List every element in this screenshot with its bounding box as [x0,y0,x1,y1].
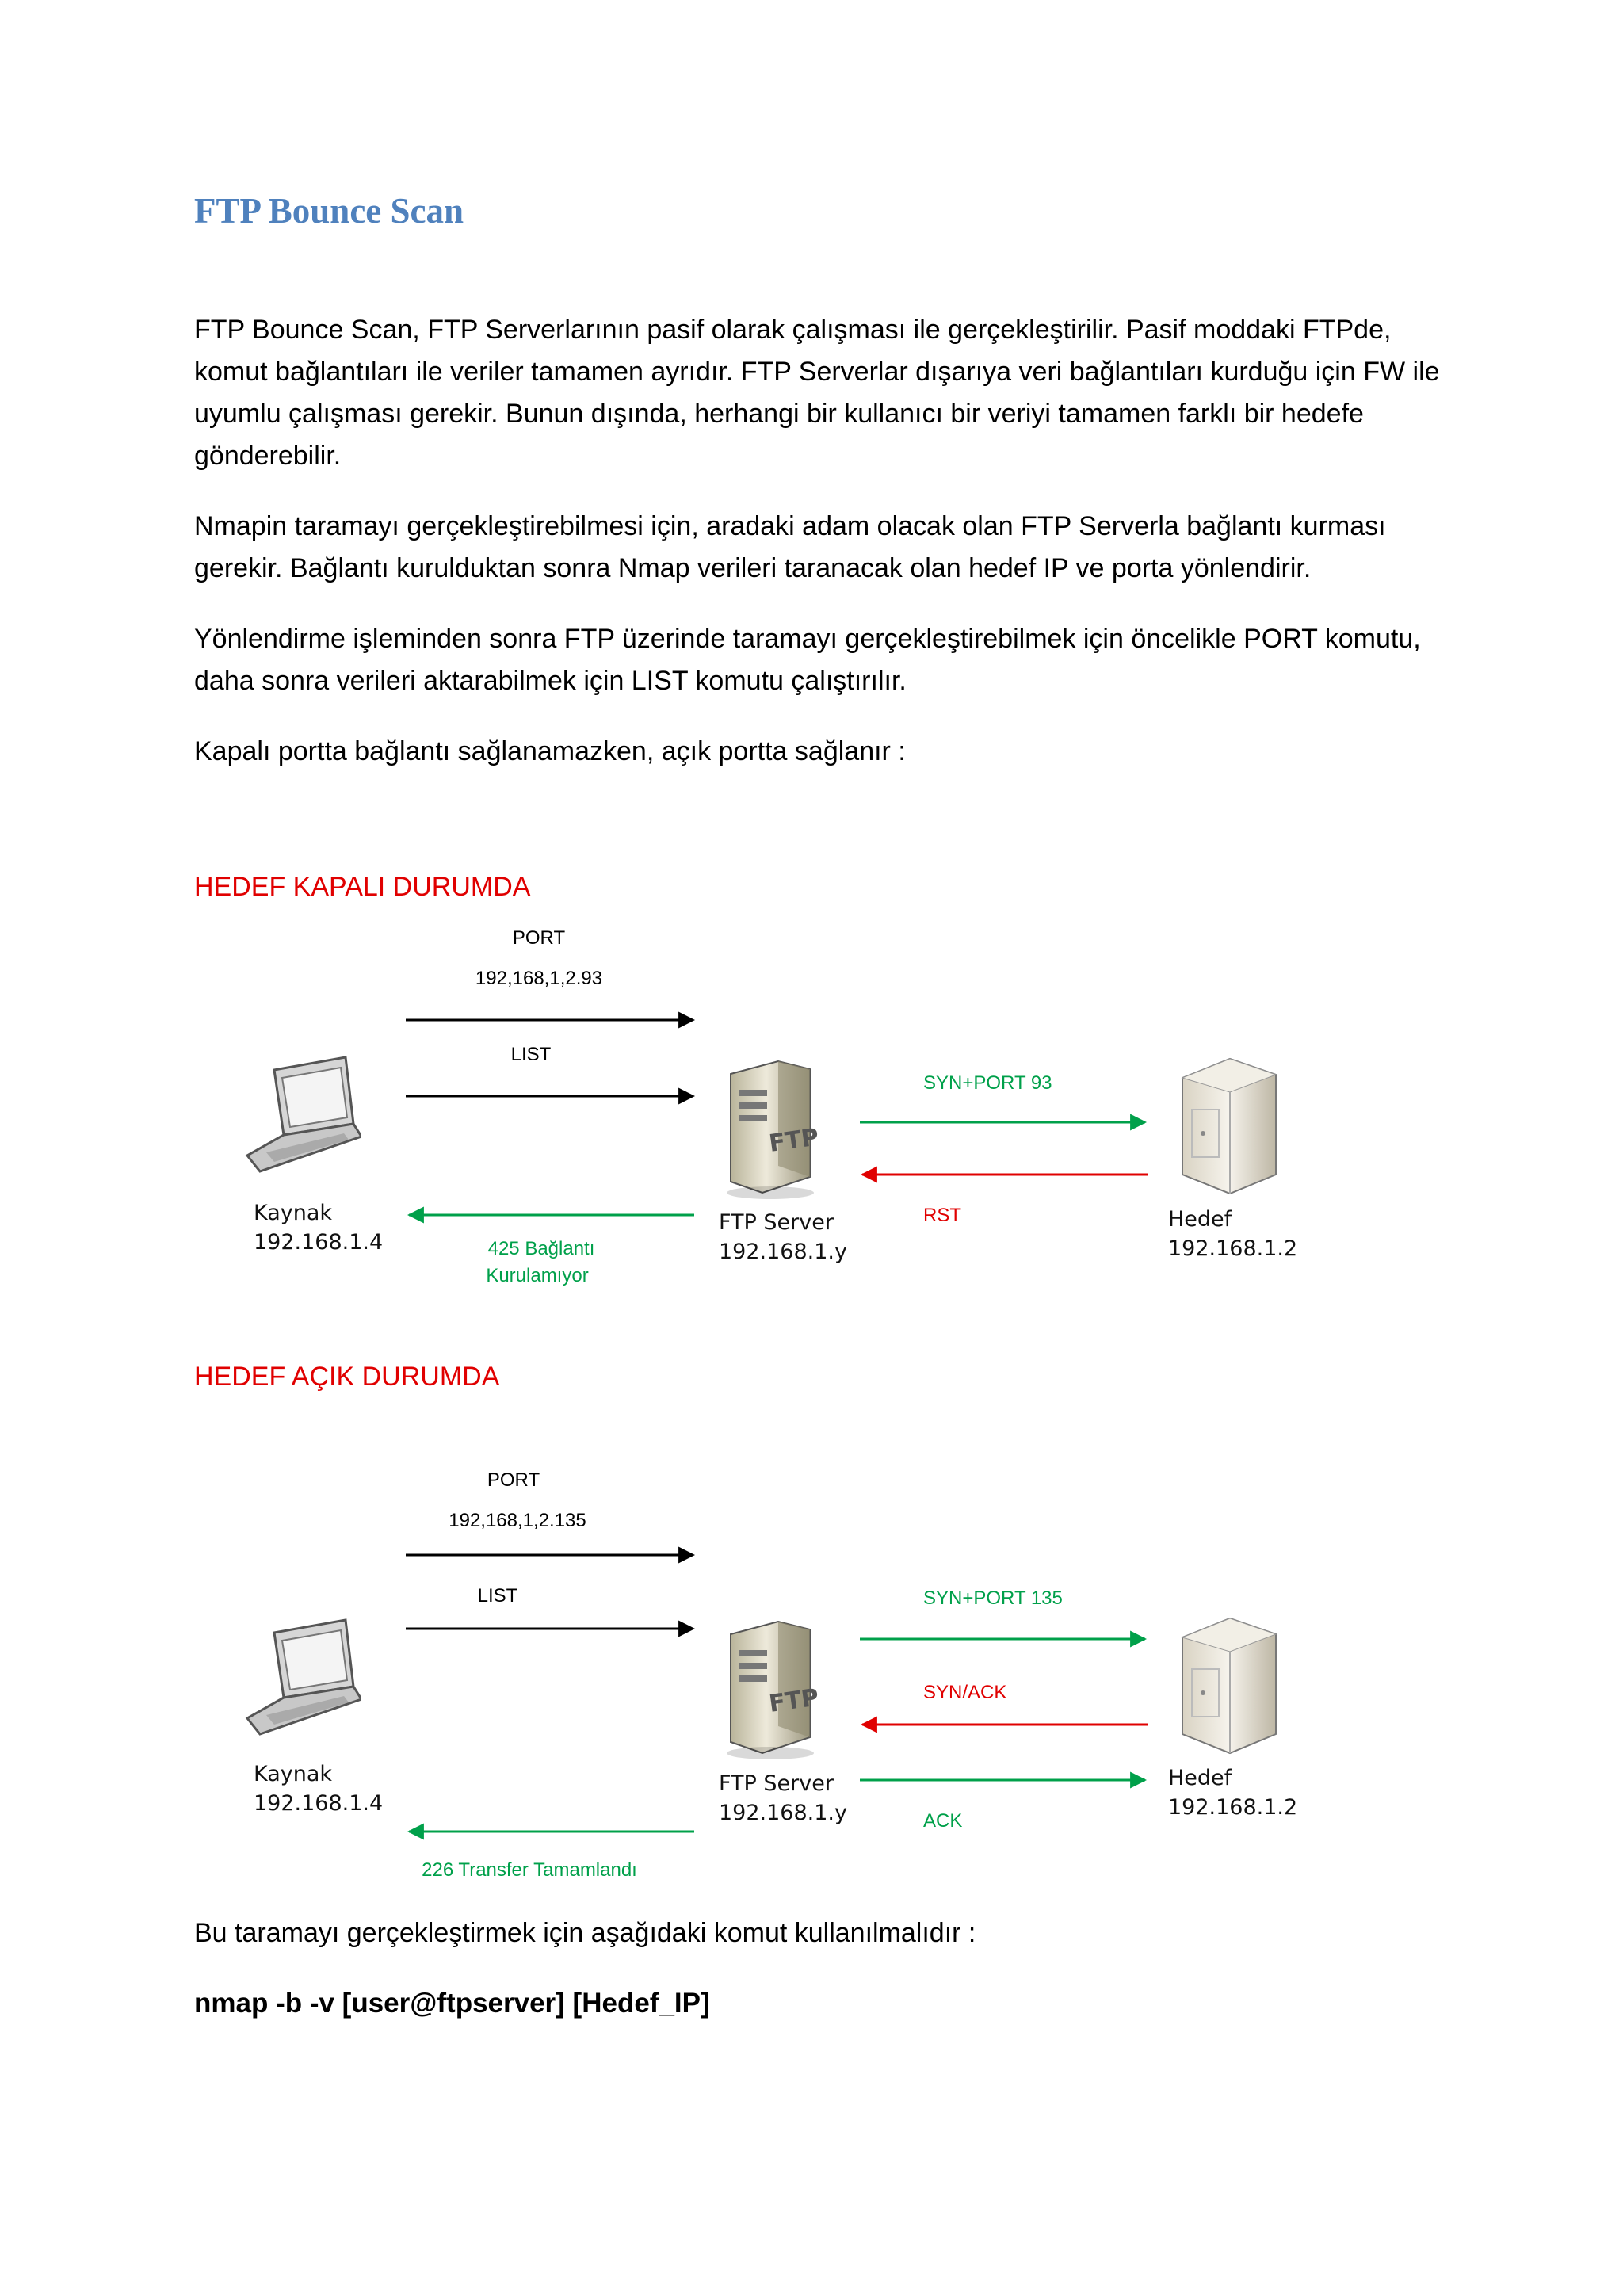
paragraph-nmap: Nmapin taramayı gerçekleştirebilmesi içi… [194,511,1386,583]
closed-source-ip: 192.168.1.4 [254,1230,384,1255]
paragraph-intro: FTP Bounce Scan, FTP Serverlarının pasif… [194,315,1440,471]
open-server-name: FTP Server [719,1771,834,1796]
closed-server-name: FTP Server [719,1210,834,1235]
closed-target-name: Hedef [1168,1207,1232,1232]
closed-server-ip: 192.168.1.y [719,1240,847,1264]
ftp-server-icon: FTP [727,1620,820,1759]
closed-rst-label: RST [923,1205,961,1226]
closed-target-ip: 192.168.1.2 [1168,1236,1298,1261]
laptop-icon [245,1056,361,1173]
open-list-label: LIST [477,1585,518,1606]
ftp-server-icon: FTP [727,1060,820,1199]
open-target-name: Hedef [1168,1766,1232,1790]
open-server-ip: 192.168.1.y [719,1801,847,1825]
command-intro: Bu taramayı gerçekleştirmek için aşağıda… [194,1918,976,1948]
paragraph-redirect: Yönlendirme işleminden sonra FTP üzerind… [194,624,1421,696]
open-reply-label: 226 Transfer Tamamlandı [422,1859,637,1881]
open-syn-label: SYN+PORT 135 [923,1587,1063,1609]
closed-port-label: PORT [512,927,566,949]
paragraph-ports: Kapalı portta bağlantı sağlanamazken, aç… [194,736,906,766]
open-ack-label: ACK [923,1810,963,1832]
target-server-icon [1181,1617,1277,1755]
nmap-command: nmap -b -v [user@ftpserver] [Hedef_IP] [194,1988,710,2019]
heading-closed: HEDEF KAPALI DURUMDA [194,872,531,902]
laptop-icon [245,1618,361,1736]
open-port-label: PORT [487,1469,540,1491]
closed-list-label: LIST [510,1044,552,1065]
open-synack-label: SYN/ACK [923,1682,1007,1703]
open-source-name: Kaynak [254,1762,333,1786]
target-server-icon [1181,1057,1277,1195]
open-target-ip: 192.168.1.2 [1168,1795,1298,1820]
open-source-ip: 192.168.1.4 [254,1791,384,1816]
closed-syn-label: SYN+PORT 93 [923,1072,1052,1094]
heading-open: HEDEF AÇIK DURUMDA [194,1362,500,1392]
closed-source-name: Kaynak [254,1201,333,1225]
closed-reply-line1: 425 Bağlantı [487,1238,595,1259]
svg-text:FTP: FTP [767,1684,820,1718]
closed-reply-line2: Kurulamıyor [486,1265,589,1286]
svg-text:FTP: FTP [767,1124,820,1158]
page-title: FTP Bounce Scan [194,191,464,231]
closed-port-value: 192,168,1,2.93 [475,968,603,989]
open-port-value: 192,168,1,2.135 [449,1510,586,1531]
